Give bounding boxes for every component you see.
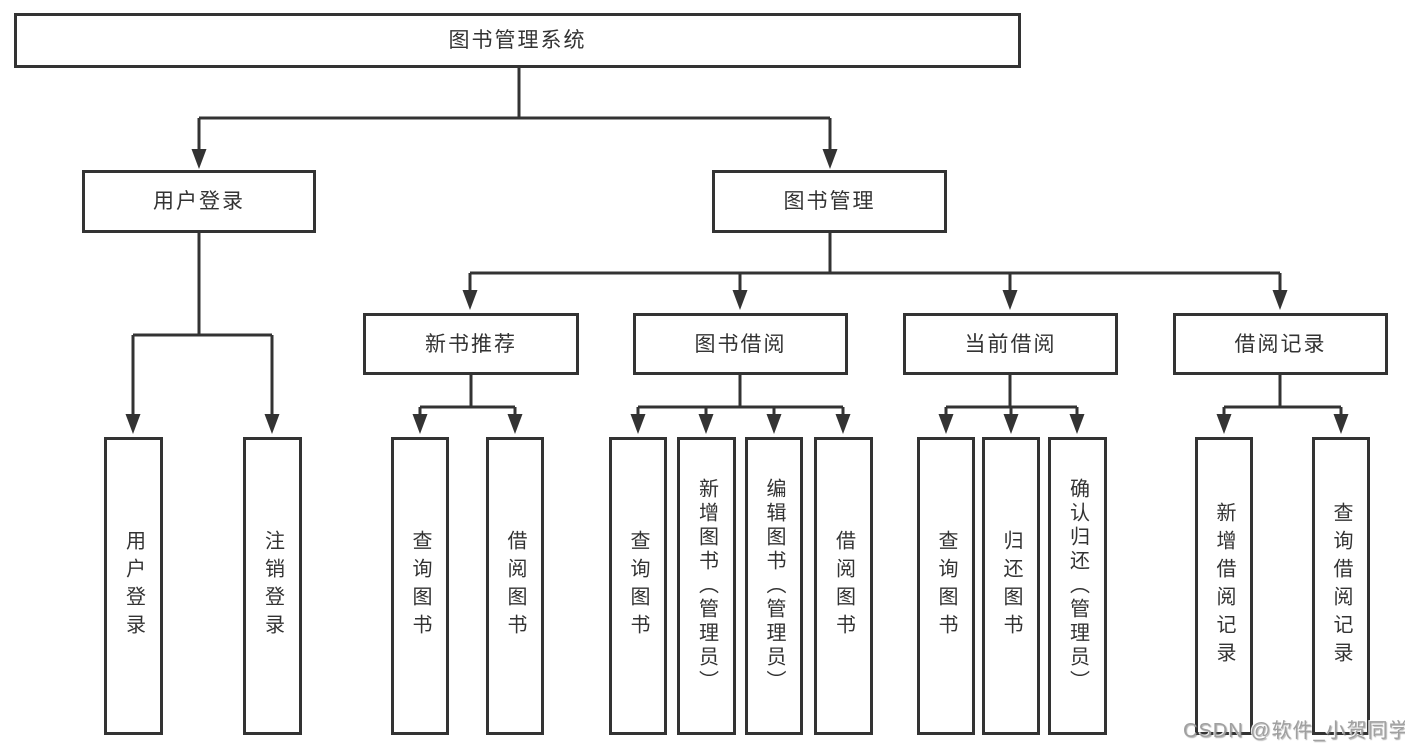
node-borrowing-records: 借阅记录 — [1173, 313, 1388, 375]
node-new-book-recommend: 新书推荐 — [363, 313, 579, 375]
node-current-borrowing: 当前借阅 — [903, 313, 1118, 375]
node-leaf-query-books-borrow: 查询图书 — [609, 437, 667, 735]
arrowheads — [125, 149, 1349, 434]
node-leaf-query-books-current: 查询图书 — [917, 437, 975, 735]
node-leaf-return-book: 归还图书 — [982, 437, 1040, 735]
csdn-watermark: CSDN @软件_小贺同学 — [1183, 720, 1405, 742]
node-leaf-user-login: 用户登录 — [104, 437, 163, 735]
node-root-library-system: 图书管理系统 — [14, 13, 1021, 68]
node-leaf-query-borrow-record: 查询借阅记录 — [1312, 437, 1370, 735]
node-book-management: 图书管理 — [712, 170, 947, 233]
node-leaf-add-borrow-record: 新增借阅记录 — [1195, 437, 1253, 735]
node-leaf-query-books-recommend: 查询图书 — [391, 437, 449, 735]
node-leaf-borrow-books: 借阅图书 — [814, 437, 873, 735]
node-leaf-edit-book-admin: 编辑图书（管理员） — [745, 437, 803, 735]
node-leaf-borrow-books-recommend: 借阅图书 — [486, 437, 544, 735]
node-leaf-add-book-admin: 新增图书（管理员） — [677, 437, 736, 735]
node-leaf-confirm-return-admin: 确认归还（管理员） — [1048, 437, 1107, 735]
node-leaf-logout: 注销登录 — [243, 437, 302, 735]
node-book-borrowing: 图书借阅 — [633, 313, 848, 375]
node-user-login: 用户登录 — [82, 170, 316, 233]
